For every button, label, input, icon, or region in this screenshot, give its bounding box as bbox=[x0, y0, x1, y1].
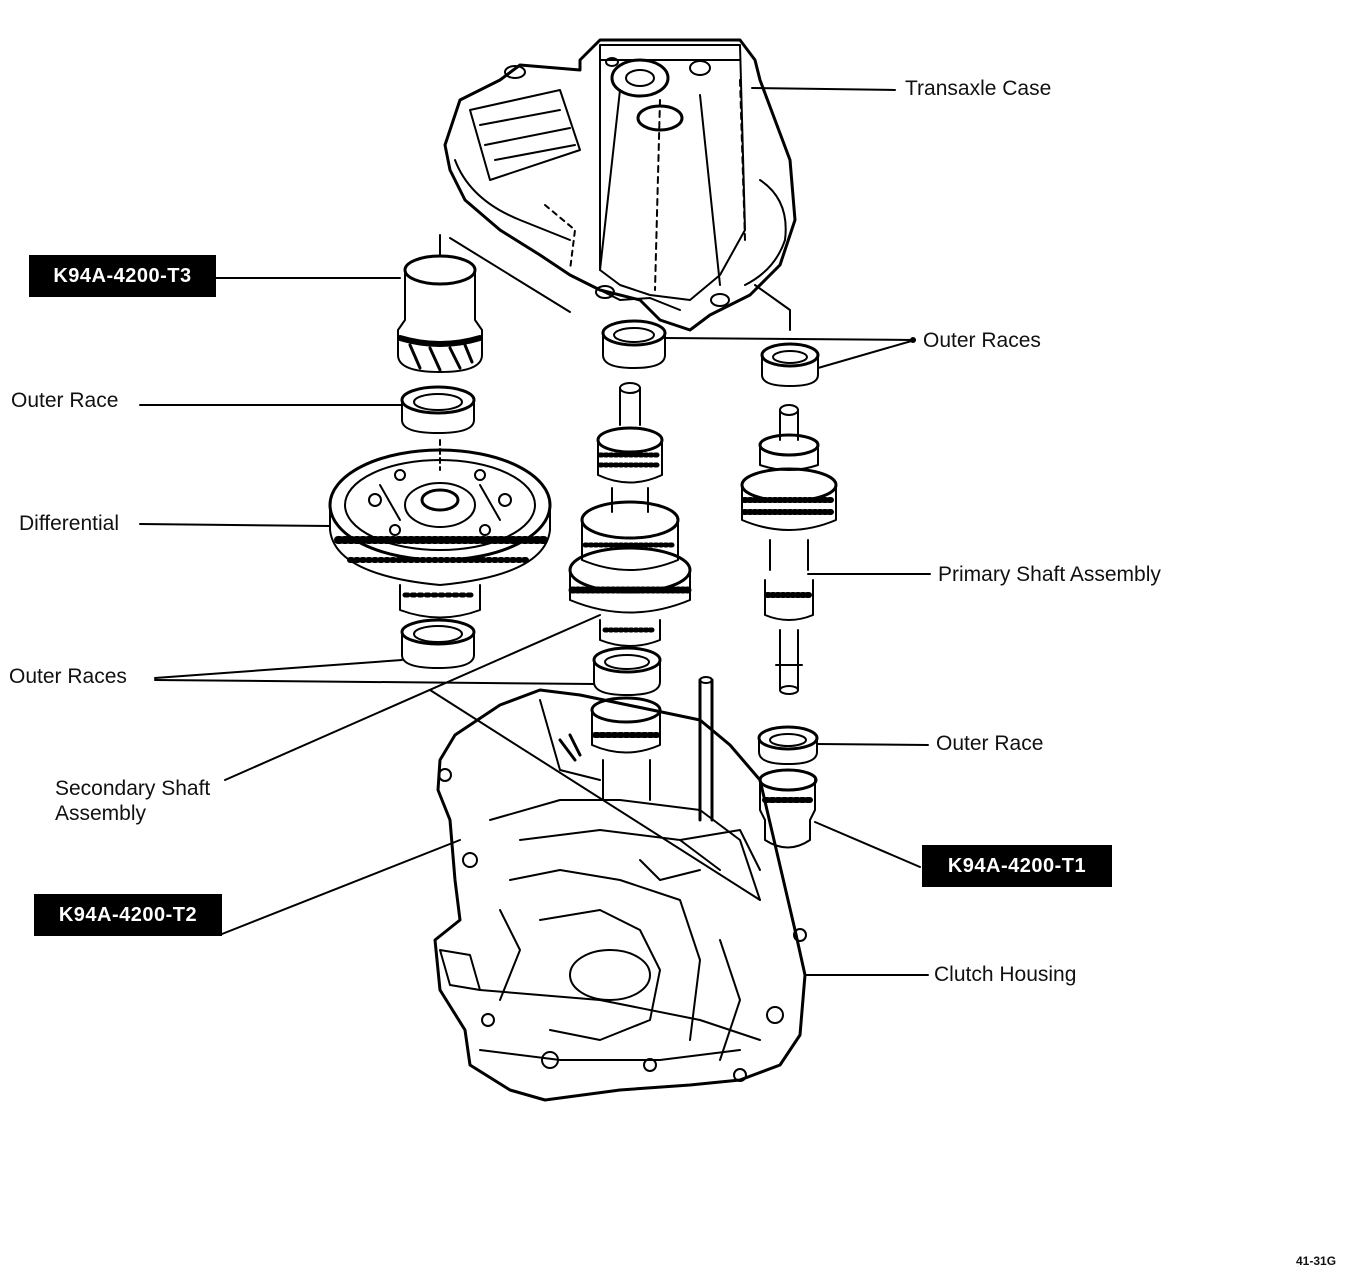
label-clutch-housing: Clutch Housing bbox=[934, 963, 1077, 986]
outer-race-secondary-lower bbox=[592, 646, 662, 696]
label-primary-shaft-assembly: Primary Shaft Assembly bbox=[938, 563, 1161, 586]
tool-badge-t3: K94A-4200-T3 bbox=[29, 255, 216, 297]
tool-badge-t2: K94A-4200-T2 bbox=[34, 894, 222, 936]
transaxle-case-illustration bbox=[443, 38, 797, 332]
label-secondary-shaft-assembly-line1: Secondary Shaft bbox=[55, 777, 211, 800]
outer-race-top-right bbox=[760, 342, 820, 387]
outer-race-below-differential bbox=[400, 618, 476, 669]
arrowheads bbox=[910, 337, 916, 343]
outer-race-left bbox=[400, 385, 476, 434]
label-outer-race-right: Outer Race bbox=[936, 732, 1044, 755]
label-outer-races-left: Outer Races bbox=[9, 665, 127, 688]
tool-t2-illustration bbox=[590, 696, 662, 801]
outer-race-top-center bbox=[601, 319, 667, 369]
tool-t1-illustration bbox=[758, 768, 818, 849]
tool-badge-t1: K94A-4200-T1 bbox=[922, 845, 1112, 887]
differential-illustration bbox=[328, 439, 552, 619]
primary-shaft-illustration bbox=[740, 404, 838, 695]
tool-t3-illustration bbox=[397, 234, 483, 373]
clutch-housing-illustration bbox=[429, 676, 807, 1102]
label-outer-races-top: Outer Races bbox=[923, 329, 1041, 352]
figure-number: 41-31G bbox=[1296, 1254, 1337, 1268]
label-outer-race-left: Outer Race bbox=[11, 389, 119, 412]
label-secondary-shaft-assembly-line2: Assembly bbox=[55, 802, 147, 825]
outer-race-right-lower bbox=[757, 725, 819, 765]
label-transaxle-case: Transaxle Case bbox=[905, 77, 1052, 100]
label-differential: Differential bbox=[19, 512, 119, 535]
leader-lines bbox=[139, 87, 931, 976]
secondary-shaft-illustration bbox=[568, 382, 692, 647]
